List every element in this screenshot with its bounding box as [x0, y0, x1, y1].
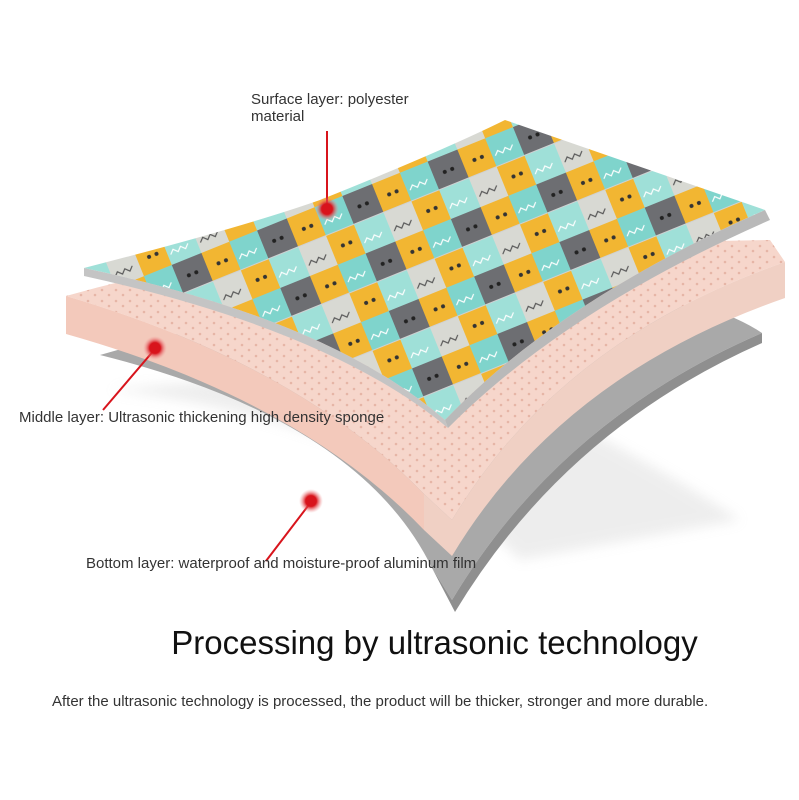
middle-layer-sponge-front — [424, 262, 785, 556]
headline: Processing by ultrasonic technology — [171, 624, 698, 661]
subline: After the ultrasonic technology is proce… — [52, 693, 709, 710]
headline-container: Processing by ultrasonic technology — [0, 624, 799, 662]
surface-layer-fabric-edge-left — [84, 268, 448, 428]
bottom-layer-film-edge — [432, 333, 762, 612]
bottom-marker — [299, 489, 323, 513]
surface-marker — [315, 197, 339, 221]
middle-callout-line — [102, 348, 156, 411]
middle-layer-label: Middle layer: Ultrasonic thickening high… — [19, 409, 385, 426]
surface-layer-label: Surface layer: polyester material — [251, 91, 409, 125]
bottom-layer-label: Bottom layer: waterproof and moisture-pr… — [86, 555, 477, 572]
bottom-callout-line — [265, 501, 312, 562]
surface-layer-fabric-edge — [445, 210, 770, 428]
surface-layer-fabric — [84, 120, 765, 420]
middle-marker — [143, 336, 167, 360]
